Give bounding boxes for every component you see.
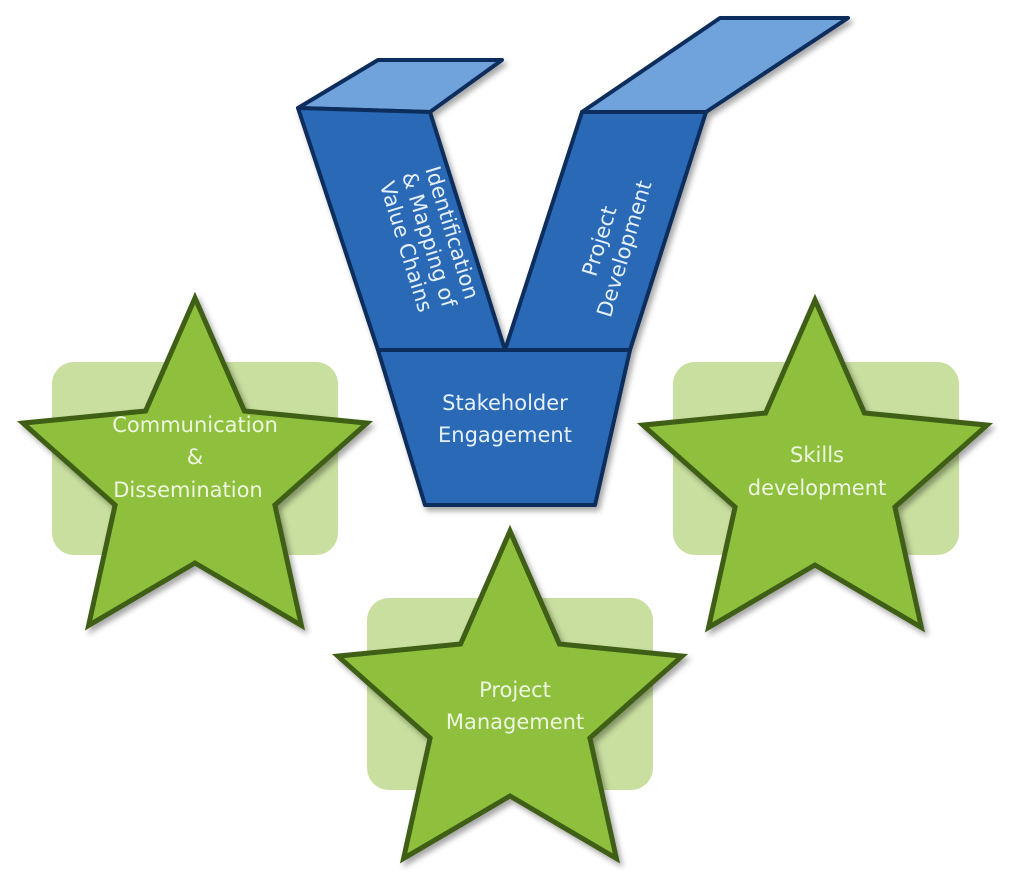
right-star-line: Skills [790, 443, 844, 467]
v-right-top-face [580, 16, 850, 114]
left-star-line: Dissemination [113, 478, 263, 502]
star-skills [636, 293, 994, 633]
v-shape [296, 16, 850, 507]
v-bottom [376, 348, 632, 507]
right-star-line: development [748, 476, 887, 500]
star-project-management [331, 524, 689, 864]
bottom-star-line: Project [479, 678, 551, 702]
bottom-star-line: Management [446, 710, 584, 734]
star-communication [16, 291, 374, 631]
v-bottom-line: Engagement [438, 423, 572, 447]
v-left-top-face [296, 58, 504, 114]
left-star-line: Communication [112, 413, 278, 437]
left-star-line: & [187, 445, 203, 469]
v-bottom-line: Stakeholder [442, 391, 568, 415]
